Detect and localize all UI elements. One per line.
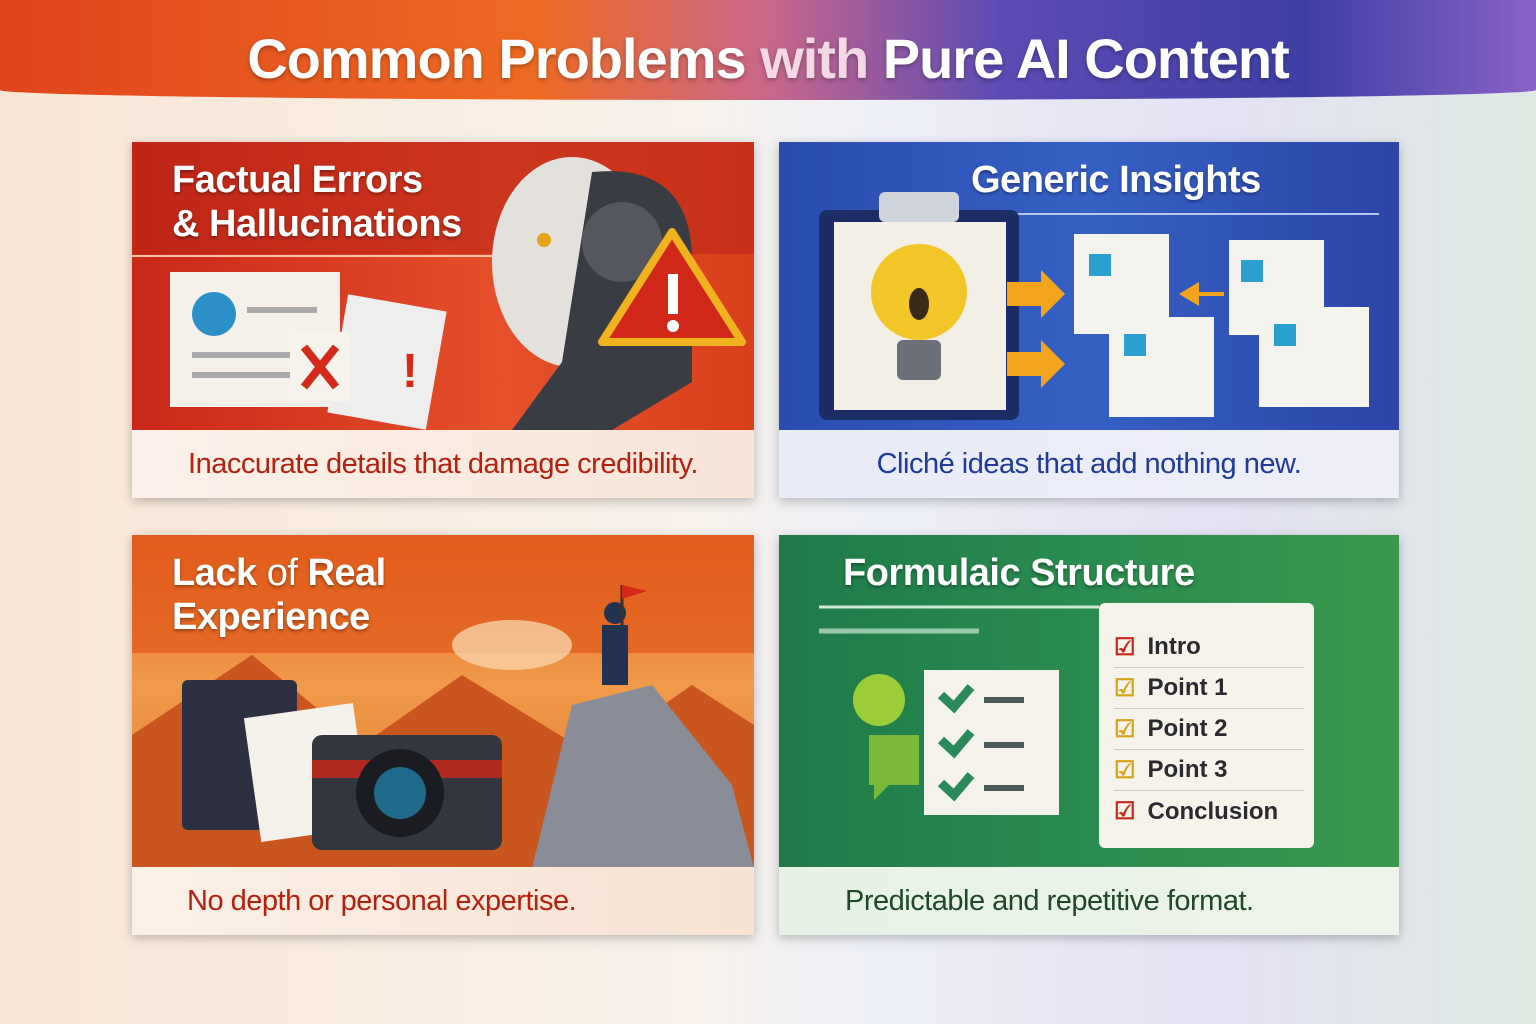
title-part1: Common Problems — [247, 27, 746, 90]
mountain-illustration: Lack of Real Experience — [132, 535, 754, 868]
page-title: Common Problems with Pure AI Content — [0, 26, 1536, 91]
card-caption: Predictable and repetitive format. — [845, 884, 1254, 917]
user-icon — [853, 674, 905, 726]
card-heading: Generic Insights — [971, 159, 1261, 201]
card-heading: Factual Errors& Hallucinations — [172, 159, 462, 245]
lightbulb-illustration: Generic Insights — [779, 142, 1399, 430]
card-lack-of-experience: Lack of Real Experience No depth or pers… — [132, 535, 754, 935]
person-icon — [602, 625, 628, 685]
outline-doc — [1099, 603, 1314, 848]
globe-icon — [192, 292, 236, 336]
checklist-item: ☑Point 2 — [1114, 709, 1304, 750]
checkbox-icon: ☑ — [1114, 798, 1136, 825]
card-caption: Inaccurate details that damage credibili… — [188, 447, 698, 480]
outline-checklist: ☑Intro ☑Point 1 ☑Point 2 ☑Point 3 ☑Concl… — [1114, 627, 1304, 832]
checklist-item: ☑Point 3 — [1114, 750, 1304, 791]
checklist-item: ☑Intro — [1114, 627, 1304, 668]
card-caption: Cliché ideas that add nothing new. — [876, 447, 1302, 480]
checkbox-icon: ☑ — [1114, 633, 1136, 661]
svg-text:!: ! — [402, 345, 418, 398]
checkbox-icon: ☑ — [1114, 756, 1136, 784]
checkbox-icon: ☑ — [1114, 715, 1136, 743]
card-heading: Lack of Real Experience — [172, 552, 386, 638]
chat-icon — [869, 735, 919, 800]
flag-icon — [622, 585, 647, 599]
arrow-icon — [1007, 270, 1065, 318]
checkbox-icon: ☑ — [1114, 674, 1136, 702]
rock-peak — [532, 685, 754, 868]
card-factual-errors: ! Factual Errors& Hallucinations Inaccur… — [132, 142, 754, 498]
card-formulaic-structure: Formulaic Structure ☑Intro ☑Point 1 ☑Poi… — [779, 535, 1399, 935]
card-caption: No depth or personal expertise. — [187, 884, 577, 917]
card-generic-insights: Generic Insights Cliché ideas that add n… — [779, 142, 1399, 498]
robot-illustration: ! Factual Errors& Hallucinations — [132, 142, 754, 430]
title-part2: with — [760, 27, 869, 90]
title-part3: Pure AI Content — [882, 27, 1290, 90]
title-banner — [0, 0, 1536, 100]
checklist-item: ☑Conclusion — [1114, 797, 1279, 826]
checklist-illustration: Formulaic Structure ☑Intro ☑Point 1 ☑Poi… — [779, 535, 1399, 868]
checklist-item: ☑Point 1 — [1114, 668, 1304, 709]
card-heading: Formulaic Structure — [843, 552, 1195, 594]
